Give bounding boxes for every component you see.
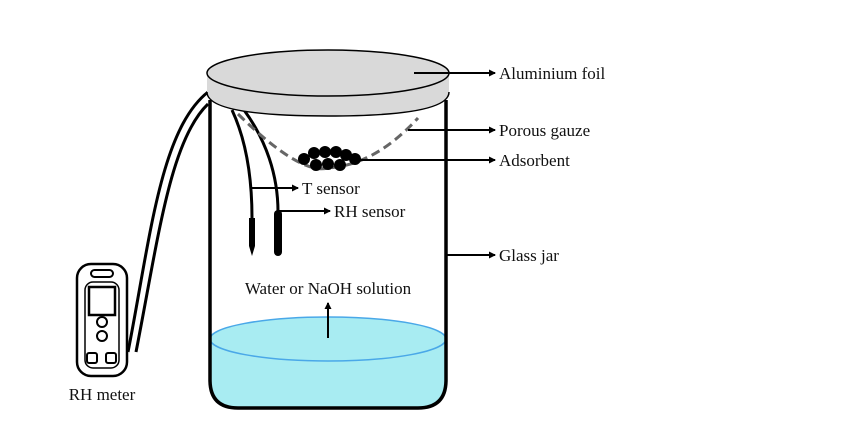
callout-lines bbox=[252, 69, 496, 338]
sensor-cables bbox=[126, 90, 210, 353]
glass-jar bbox=[208, 100, 448, 410]
label-rh-meter: RH meter bbox=[69, 385, 136, 404]
label-aluminium-foil: Aluminium foil bbox=[499, 64, 606, 83]
porous-gauze bbox=[236, 112, 420, 171]
aluminium-foil bbox=[206, 49, 450, 117]
liquid bbox=[209, 316, 447, 408]
label-adsorbent: Adsorbent bbox=[499, 151, 570, 170]
label-t-sensor: T sensor bbox=[302, 179, 360, 198]
label-rh-sensor: RH sensor bbox=[334, 202, 406, 221]
sensor-wires bbox=[230, 109, 280, 219]
label-glass-jar: Glass jar bbox=[499, 246, 559, 265]
adsorbent-beads bbox=[298, 146, 361, 171]
label-porous-gauze: Porous gauze bbox=[499, 121, 590, 140]
rh-meter-device-icon bbox=[75, 262, 129, 378]
rh-sensor-probe bbox=[274, 210, 282, 256]
label-solution: Water or NaOH solution bbox=[245, 279, 412, 298]
t-sensor-probe bbox=[249, 218, 255, 256]
